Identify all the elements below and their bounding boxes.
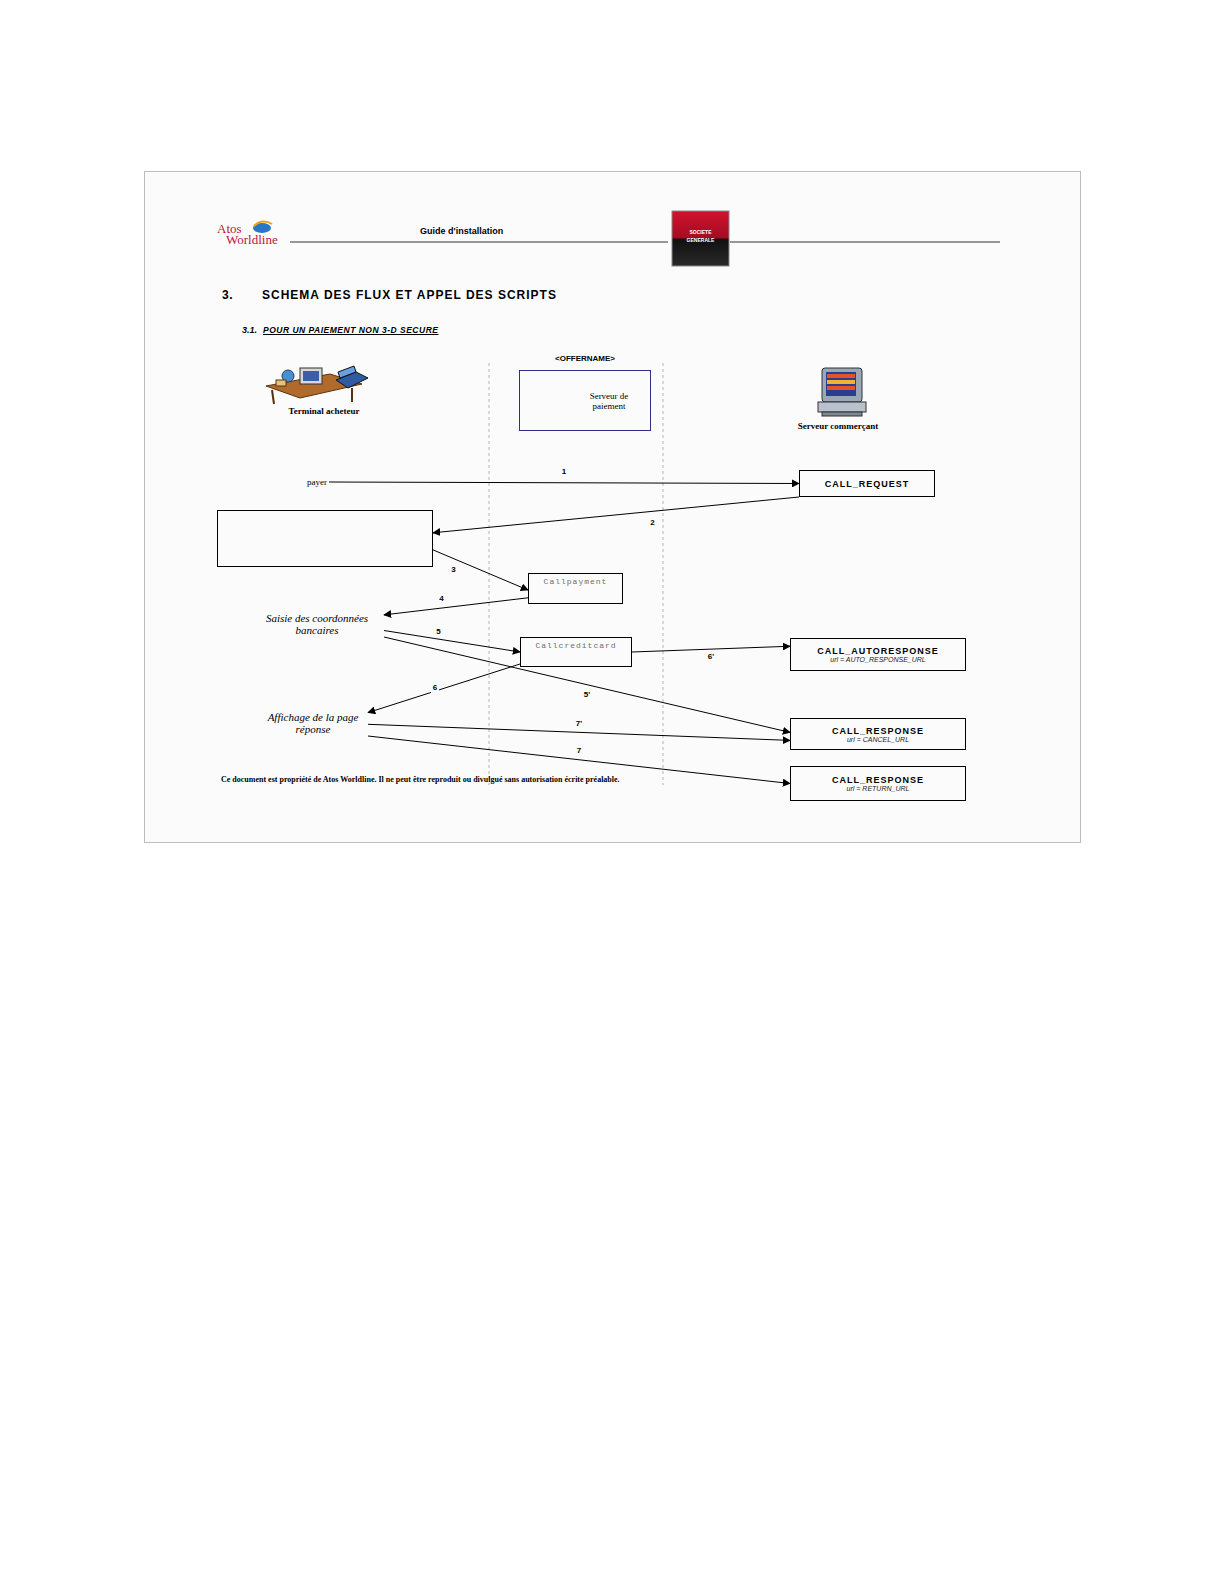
node-title: Callpayment: [544, 577, 608, 600]
step-number: 5: [434, 627, 442, 637]
step-number: 7': [574, 719, 584, 729]
cgi-box: Callpayment: [528, 573, 623, 604]
step-number: 4: [437, 594, 445, 604]
subsection-number: 3.1.: [242, 325, 257, 335]
flow-arrow: [368, 664, 520, 713]
actor-label: Terminal acheteur: [264, 406, 384, 416]
card-selection-page: [217, 510, 433, 567]
flow-arrow: [329, 482, 799, 484]
logo-text: GENERALE: [672, 237, 729, 243]
atos-logo-mark: [253, 221, 272, 233]
logo-text: SOCIETE: [672, 229, 729, 235]
buyer-terminal-icon: [266, 366, 368, 404]
script-box: CALL_RESPONSEurl = RETURN_URL: [790, 766, 966, 801]
flow-arrow: [384, 631, 520, 653]
logo-text: Worldline: [226, 232, 278, 248]
script-box: CALL_RESPONSEurl = CANCEL_URL: [790, 718, 966, 750]
payment-server-box: <OFFERNAME>Serveur de paiement: [519, 370, 651, 431]
node-title: Callcreditcard: [535, 641, 616, 663]
node-subtitle: url = CANCEL_URL: [847, 736, 909, 743]
node-title: Affichage de la page réponse: [260, 711, 366, 735]
flow-arrow: [433, 550, 528, 590]
flow-arrow: [384, 637, 790, 732]
node-title: payer: [307, 477, 327, 487]
sg-logo: [672, 211, 729, 266]
step-number: 6: [431, 683, 439, 693]
actor-label: Serveur commerçant: [778, 421, 898, 431]
action-label-node: payer: [305, 476, 329, 488]
header-rule: [290, 242, 668, 243]
section-title: SCHEMA DES FLUX ET APPEL DES SCRIPTS: [262, 288, 557, 302]
header-title: Guide d'installation: [420, 226, 503, 236]
step-label-node: Saisie des coordonnées bancaires: [250, 611, 384, 637]
script-box: CALL_AUTORESPONSEurl = AUTO_RESPONSE_URL: [790, 638, 966, 671]
node-title: CALL_REQUEST: [825, 479, 910, 489]
step-number: 2: [648, 518, 656, 528]
merchant-server-icon: [818, 368, 866, 416]
node-subtitle: url = RETURN_URL: [847, 785, 910, 792]
node-subtitle: url = AUTO_RESPONSE_URL: [830, 656, 926, 663]
node-subtitle: Serveur de paiement: [576, 391, 642, 411]
step-number: 6': [706, 652, 716, 662]
footer-note: Ce document est propriété de Atos Worldl…: [221, 775, 620, 784]
node-title: CALL_RESPONSE: [832, 726, 924, 736]
node-title: <OFFERNAME>: [510, 354, 660, 363]
section-number: 3.: [222, 288, 233, 302]
flow-arrow: [384, 598, 528, 615]
step-number: 7: [575, 746, 583, 756]
lane-separator: [663, 363, 664, 785]
node-title: CALL_RESPONSE: [832, 775, 924, 785]
step-label-node: Affichage de la page réponse: [258, 710, 368, 736]
header-rule: [730, 242, 1000, 243]
node-title: Saisie des coordonnées bancaires: [252, 612, 382, 636]
step-number: 1: [560, 467, 568, 477]
cgi-box: Callcreditcard: [520, 637, 632, 667]
subsection-title: POUR UN PAIEMENT NON 3-D SECURE: [263, 325, 438, 335]
flow-arrow: [632, 646, 790, 652]
flow-arrow: [433, 497, 799, 533]
step-number: 3: [449, 565, 457, 575]
node-title: CALL_AUTORESPONSE: [817, 646, 938, 656]
step-number: 5': [582, 690, 592, 700]
script-box: CALL_REQUEST: [799, 470, 935, 497]
